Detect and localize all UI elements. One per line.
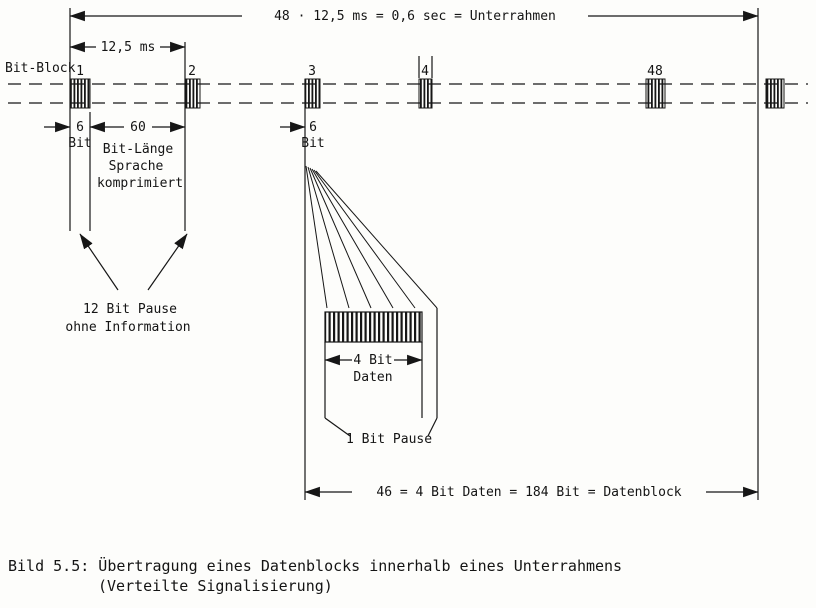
block3-width-value: 6 bbox=[309, 120, 317, 135]
pause-caption-line1: 12 Bit Pause bbox=[83, 302, 177, 317]
bit-pause-label: 1 Bit Pause bbox=[346, 432, 432, 447]
period-dimension: 12,5 ms bbox=[69, 40, 186, 55]
subframe-dimension-label: 48 · 12,5 ms = 0,6 sec = Unterrahmen bbox=[274, 9, 556, 24]
speech-caption-line3: komprimiert bbox=[97, 176, 183, 191]
block1-width-unit: Bit bbox=[68, 136, 91, 151]
pause-left-arrow bbox=[79, 233, 119, 291]
bit-block-4 bbox=[418, 78, 433, 109]
bit-pause-annotation: 1 Bit Pause bbox=[324, 417, 438, 447]
data-bits-label: 4 Bit bbox=[353, 353, 392, 368]
magnify-fan-lines bbox=[305, 165, 438, 309]
timing-diagram: 48 · 12,5 ms = 0,6 sec = Unterrahmen 12,… bbox=[5, 8, 808, 500]
datablock-dimension: 46 = 4 Bit Daten = 184 Bit = Datenblock bbox=[304, 485, 759, 500]
bit-block-48 bbox=[645, 78, 666, 109]
block-number-1: 1 bbox=[76, 64, 84, 79]
pause-right-arrow bbox=[147, 233, 188, 291]
caption-line2: (Verteilte Signalisierung) bbox=[98, 577, 333, 596]
speech-caption-line1: Bit-Länge bbox=[103, 142, 174, 157]
bit-block-1 bbox=[69, 78, 91, 109]
pause-caption-line2: ohne Information bbox=[65, 320, 190, 335]
pause-annotation: 12 Bit Pause ohne Information bbox=[65, 233, 191, 335]
bit-pause-right-slant bbox=[427, 417, 438, 437]
block3-width-dimension: 6 Bit bbox=[280, 120, 325, 151]
block-number-4: 4 bbox=[421, 64, 429, 79]
datablock-dimension-label: 46 = 4 Bit Daten = 184 Bit = Datenblock bbox=[376, 485, 681, 500]
speech-bits-value: 60 bbox=[130, 120, 146, 135]
block1-width-value: 6 bbox=[76, 120, 84, 135]
data-bits-caption: Daten bbox=[353, 370, 392, 385]
speech-caption-line2: Sprache bbox=[109, 159, 164, 174]
data-bits-dimension: 4 Bit Daten bbox=[324, 308, 438, 418]
bit-blocks bbox=[69, 78, 785, 109]
block3-width-unit: Bit bbox=[301, 136, 324, 151]
magnified-data-block bbox=[324, 311, 423, 343]
caption-line1: Bild 5.5: Übertragung eines Datenblocks … bbox=[8, 557, 623, 575]
period-dimension-label: 12,5 ms bbox=[101, 40, 156, 55]
subframe-dimension: 48 · 12,5 ms = 0,6 sec = Unterrahmen bbox=[69, 9, 759, 24]
row-label: Bit-Block bbox=[5, 61, 76, 76]
bit-block-next bbox=[765, 78, 785, 109]
block-number-48: 48 bbox=[647, 64, 663, 79]
figure-caption: Bild 5.5: Übertragung eines Datenblocks … bbox=[0, 556, 816, 597]
signal-band bbox=[8, 83, 808, 104]
speech-dimension: 60 Bit-Länge Sprache komprimiert bbox=[89, 120, 186, 191]
block-number-2: 2 bbox=[188, 64, 196, 79]
bit-block-2 bbox=[184, 78, 201, 109]
block-number-3: 3 bbox=[308, 64, 316, 79]
bit-block-3 bbox=[304, 78, 321, 109]
block-numbers: 1 2 3 4 48 bbox=[76, 64, 663, 79]
block1-width-dimension: 6 Bit bbox=[44, 120, 92, 151]
bit-pause-left-slant bbox=[324, 417, 351, 437]
